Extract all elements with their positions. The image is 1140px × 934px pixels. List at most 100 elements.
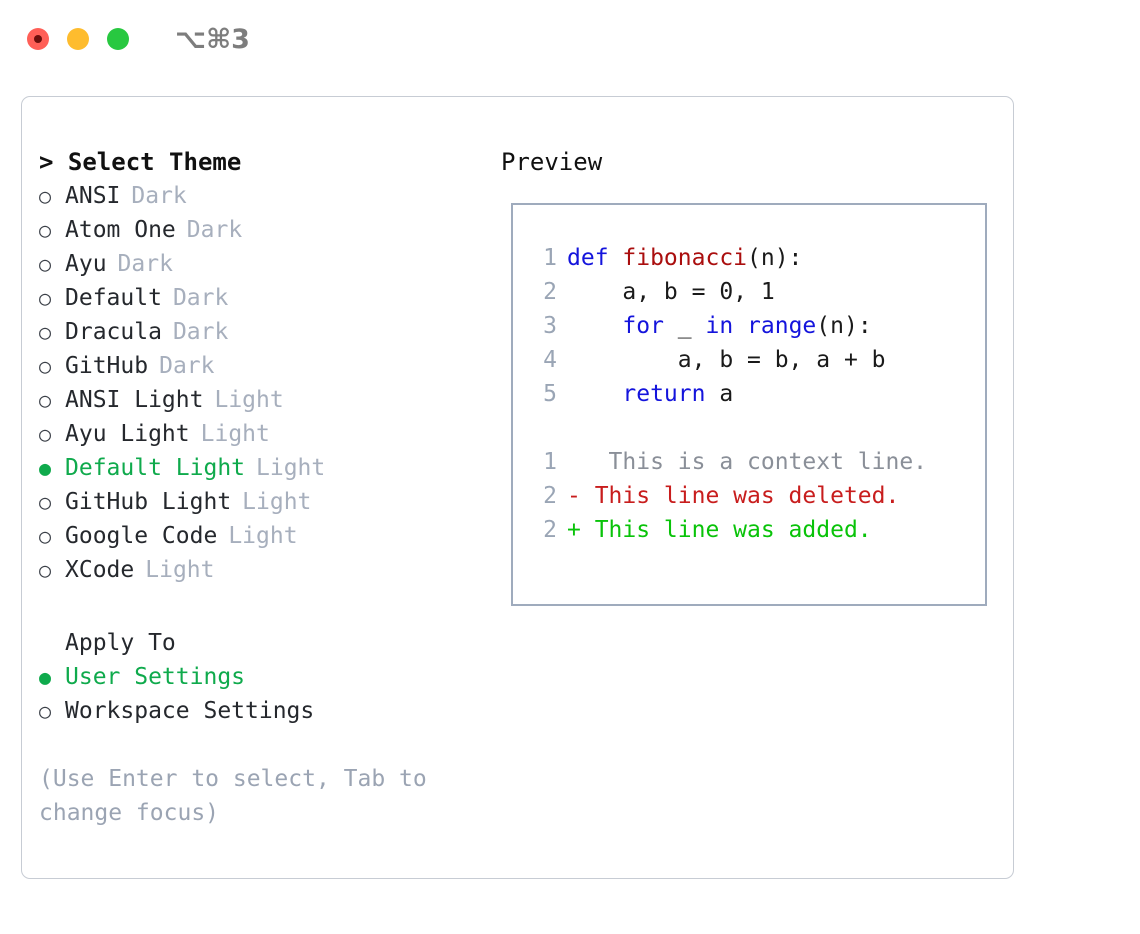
code-token-keyword: return: [622, 381, 706, 407]
code-token-keyword: def: [567, 245, 623, 271]
code-token-plain: [567, 313, 622, 339]
theme-option-label: Google Code: [65, 523, 218, 549]
select-theme-heading: > Select Theme: [39, 148, 242, 176]
diff-line-deleted: 2- This line was deleted.: [513, 479, 985, 513]
code-line-text: for _ in range(n):: [567, 309, 872, 343]
theme-option-label: Ayu: [65, 251, 107, 277]
radio-unselected-icon: ○: [39, 699, 52, 723]
theme-option-label: Default Light: [65, 455, 246, 481]
radio-unselected-icon: ○: [39, 184, 52, 208]
code-line: 5 return a: [513, 377, 985, 411]
theme-option-label: Atom One: [65, 217, 176, 243]
code-token-plain: _: [663, 313, 706, 339]
code-token-keyword: for: [622, 313, 664, 339]
code-token-function: fibonacci: [622, 245, 748, 271]
theme-option-category: Dark: [186, 217, 243, 243]
code-line-text: return a: [567, 377, 733, 411]
code-token-plain: a, b = 0, 1: [567, 279, 775, 305]
theme-option-ansi[interactable]: ○ ANSI Dark: [39, 179, 489, 213]
radio-unselected-icon: ○: [39, 490, 52, 514]
code-line-number: 2: [543, 279, 557, 305]
diff-line-number: 2: [543, 517, 557, 543]
code-line-text: def fibonacci(n):: [567, 241, 802, 275]
preview-panel: Preview: [501, 145, 991, 179]
theme-option-category: Dark: [117, 251, 173, 277]
theme-option-category: Dark: [172, 285, 229, 311]
code-line: 2 a, b = 0, 1: [513, 275, 985, 309]
diff-line-number: 1: [543, 449, 557, 475]
code-line-number: 4: [543, 347, 557, 373]
radio-unselected-icon: ○: [39, 422, 52, 446]
diff-line-text: This is a context line.: [567, 449, 928, 475]
code-line: 1 def fibonacci(n):: [513, 241, 985, 275]
radio-unselected-icon: ○: [39, 218, 52, 242]
apply-to-heading: Apply To: [65, 630, 176, 656]
diff-line-context: 1 This is a context line.: [513, 445, 985, 479]
theme-option-label: GitHub Light: [65, 489, 232, 515]
code-line-number: 3: [543, 313, 557, 339]
theme-option-label: Dracula: [65, 319, 162, 345]
code-token-keyword: in: [705, 313, 748, 339]
theme-option-label: ANSI Light: [65, 387, 204, 413]
close-window-button[interactable]: [27, 28, 49, 50]
radio-unselected-icon: ○: [39, 558, 52, 582]
theme-option-ayu[interactable]: ○ Ayu Dark: [39, 247, 489, 281]
apply-to-option-label: Workspace Settings: [65, 698, 315, 724]
radio-unselected-icon: ○: [39, 252, 52, 276]
radio-selected-icon: ●: [39, 665, 52, 689]
code-token-plain: [567, 381, 622, 407]
theme-option-label: ANSI: [65, 183, 121, 209]
diff-line-number: 2: [543, 483, 557, 509]
theme-option-category: Dark: [172, 319, 229, 345]
theme-option-category: Light: [228, 523, 298, 549]
theme-option-category: Light: [145, 557, 215, 583]
apply-to-panel: Apply To ●User Settings ○ Workspace Settin…: [39, 626, 489, 728]
code-line-number: 1: [543, 245, 557, 271]
theme-option-label: Default: [65, 285, 162, 311]
code-token-plain: a, b = b, a + b: [567, 347, 886, 373]
code-line: 4 a, b = b, a + b: [513, 343, 985, 377]
maximize-window-button[interactable]: [107, 28, 129, 50]
theme-option-ansi-light[interactable]: ○ ANSI Light Light: [39, 383, 489, 417]
theme-option-category: Light: [256, 455, 326, 481]
window-shortcut-label: ⌥⌘3: [175, 23, 250, 55]
apply-to-option-workspace-settings[interactable]: ○ Workspace Settings: [39, 694, 489, 728]
preview-heading: Preview: [501, 148, 603, 176]
minimize-window-button[interactable]: [67, 28, 89, 50]
theme-option-category: Dark: [131, 183, 187, 209]
theme-option-category: Light: [242, 489, 312, 515]
keyboard-hint-text: (Use Enter to select, Tab to change focu…: [39, 766, 441, 826]
code-line-text: a, b = b, a + b: [567, 343, 886, 377]
code-token-plain: a: [705, 381, 734, 407]
apply-to-option-user-settings[interactable]: ●User Settings: [39, 660, 489, 694]
code-token-plain: (n):: [816, 313, 872, 339]
theme-option-label: Ayu Light: [65, 421, 190, 447]
theme-option-ayu-light[interactable]: ○ Ayu Light Light: [39, 417, 489, 451]
theme-option-atom-one[interactable]: ○ Atom One Dark: [39, 213, 489, 247]
diff-line-text: + This line was added.: [567, 517, 872, 543]
code-token-plain: (n):: [747, 245, 803, 271]
radio-unselected-icon: ○: [39, 388, 52, 412]
theme-option-category: Light: [214, 387, 284, 413]
diff-line-added: 2 + This line was added.: [513, 513, 985, 547]
apply-to-list: ●User Settings ○ Workspace Settings: [39, 660, 489, 728]
code-line: 3 for _ in range(n):: [513, 309, 985, 343]
theme-option-category: Light: [200, 421, 270, 447]
theme-option-github-light[interactable]: ○ GitHub Light Light: [39, 485, 489, 519]
code-line-number: 5: [543, 381, 557, 407]
code-line-text: a, b = 0, 1: [567, 275, 775, 309]
radio-unselected-icon: ○: [39, 354, 52, 378]
traffic-light-group: [27, 28, 129, 50]
